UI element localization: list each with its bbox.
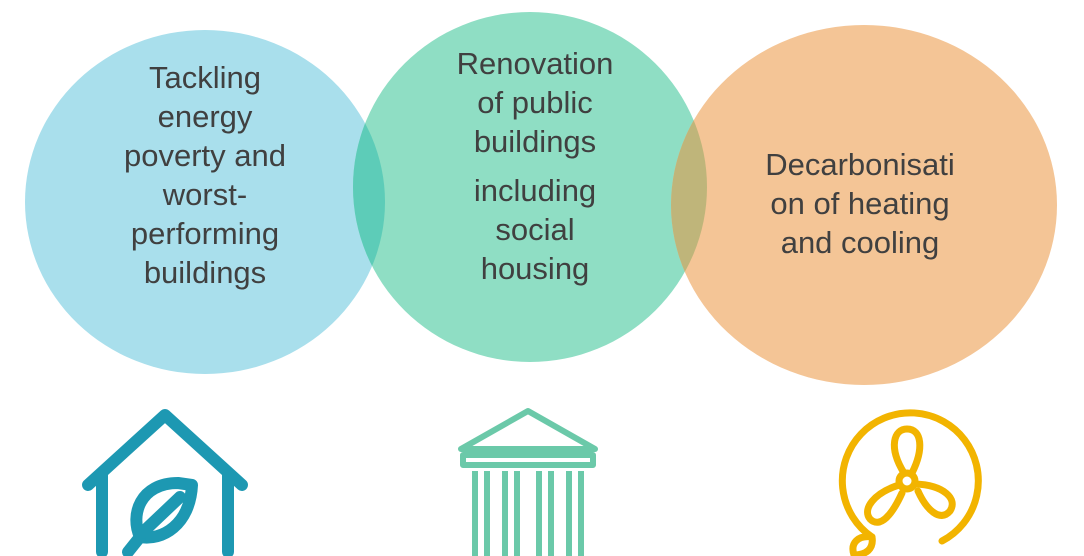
label-line: housing [480, 251, 590, 286]
circle-energy-poverty [25, 30, 385, 374]
label-heating-cooling: Decarbonisati on of heating and cooling [735, 145, 985, 262]
label-line: performing [130, 216, 280, 251]
public-building-icon [458, 408, 598, 556]
label-line: on of heating [770, 186, 950, 221]
label-line: and cooling [780, 225, 940, 260]
label-line: buildings [143, 255, 267, 290]
circle-public-buildings [353, 12, 707, 362]
label-line: poverty and [124, 138, 286, 173]
house-leaf-icon [82, 409, 248, 556]
label-line: buildings [473, 124, 597, 159]
fan-leaf-icon [838, 409, 982, 556]
label-line: including [473, 173, 597, 208]
label-line: Tackling [149, 60, 261, 95]
label-line: Renovation [456, 46, 614, 81]
label-line: of public [477, 85, 593, 120]
label-energy-poverty: Tackling energy poverty and worst- perfo… [80, 58, 330, 292]
label-line: energy [157, 99, 253, 134]
label-line: worst- [162, 177, 248, 212]
label-line: Decarbonisati [765, 147, 955, 182]
label-public-buildings: Renovation of public buildings including… [410, 44, 660, 288]
circle-heating-cooling [671, 25, 1057, 385]
label-line: social [495, 212, 575, 247]
